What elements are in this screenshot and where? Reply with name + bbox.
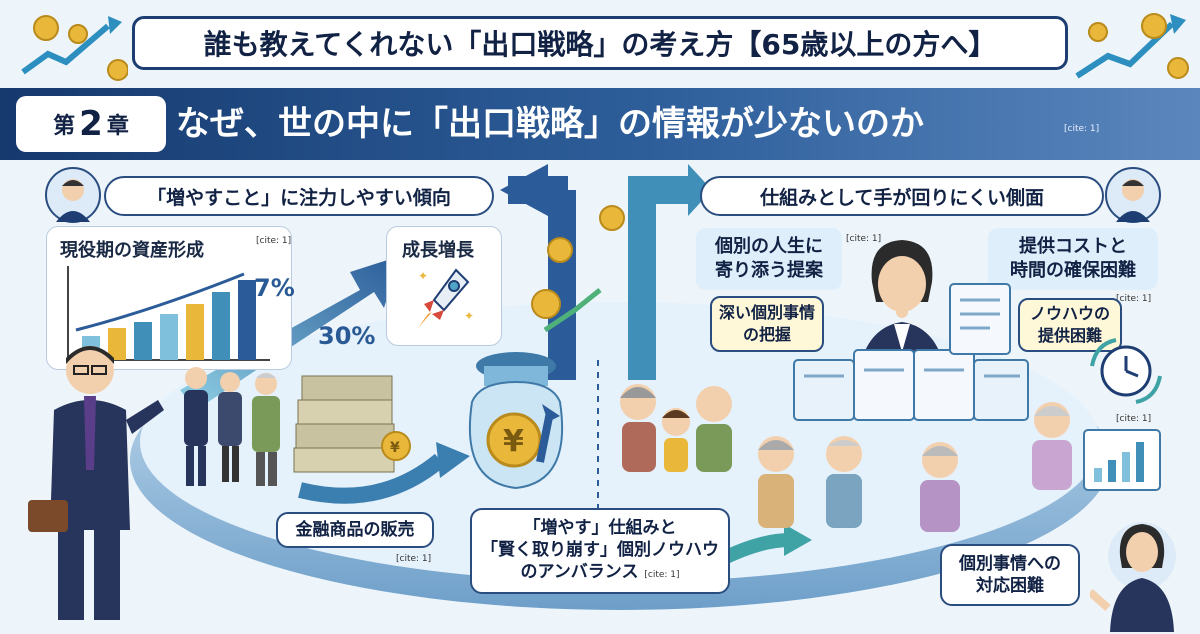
individual-proposal: 個別の人生に 寄り添う提案	[696, 228, 842, 290]
knowhow-line-2: 提供困難	[1037, 326, 1102, 345]
individual-line-1: 個別の人生に	[715, 236, 823, 257]
bar-chart-icon	[1083, 429, 1161, 491]
chapter-prefix: 第	[53, 114, 76, 139]
growth-card-title: 成長増長	[402, 240, 474, 261]
svg-text:✦: ✦	[464, 309, 474, 323]
advisor-avatar	[1105, 167, 1161, 223]
sales-cite: [cite: 1]	[396, 554, 432, 564]
svg-text:¥: ¥	[503, 424, 524, 459]
deep-line-1: 深い個別事情	[718, 303, 815, 322]
chapter-title: なぜ、世の中に「出口戦略」の情報が少ないのか	[176, 104, 924, 144]
elderly-family	[620, 384, 732, 472]
imbalance-line-2: 「賢く取り崩す」個別ノウハウ	[481, 539, 719, 560]
knowhow-line-1: ノウハウの	[1029, 304, 1110, 323]
asset-card-title: 現役期の資産形成	[60, 240, 204, 261]
advisor-woman	[1090, 522, 1176, 632]
lower-cite: [cite: 1]	[1116, 414, 1152, 424]
imbalance-line-3: のアンバランス	[520, 561, 639, 582]
cost-time: 提供コストと 時間の確保困難	[988, 228, 1158, 290]
pct-30: 30%	[318, 322, 376, 350]
cost-line-2: 時間の確保困難	[1010, 260, 1136, 281]
imbalance-label: 「増やす」仕組みと 「賢く取り崩す」個別ノウハウ のアンバランス [cite: …	[470, 508, 730, 594]
page-title: 誰も教えてくれない「出口戦略」の考え方【65歳以上の方へ】	[132, 16, 1068, 70]
imbalance-cite: [cite: 1]	[644, 569, 680, 580]
individual-cite: [cite: 1]	[846, 234, 882, 244]
presenter-man	[28, 346, 164, 620]
response-line-2: 対応困難	[976, 576, 1044, 596]
coin-icon	[531, 205, 625, 319]
chapter-suffix: 章	[106, 114, 129, 139]
svg-text:✦: ✦	[418, 269, 428, 283]
clock-icon	[1090, 338, 1162, 404]
imbalance-line-1: 「増やす」仕組みと	[523, 517, 677, 538]
individual-line-2: 寄り添う提案	[715, 260, 823, 281]
cost-line-1: 提供コストと	[1019, 236, 1127, 257]
money-stack: ¥	[293, 375, 411, 473]
elderly-couple	[758, 436, 862, 528]
left-section-title: 「増やすこと」に注力しやすい傾向	[104, 176, 494, 216]
chapter-banner	[0, 88, 1200, 160]
deep-line-2: の把握	[742, 325, 791, 344]
sales-label: 金融商品の販売	[276, 512, 434, 548]
right-section-title: 仕組みとして手が回りにくい側面	[700, 176, 1104, 216]
response-line-1: 個別事情への	[959, 554, 1061, 574]
bar-chart-icon	[67, 266, 270, 361]
pct-7: 7%	[254, 274, 295, 302]
document-screens	[949, 283, 1011, 355]
chapter-number: 2	[79, 104, 103, 144]
elderly-woman-pointing	[920, 442, 960, 532]
elderly-woman-praying	[1032, 402, 1072, 490]
asset-card-cite: [cite: 1]	[256, 236, 292, 246]
growth-arrow-icon	[1075, 13, 1189, 79]
yen-jar-icon: ¥	[468, 352, 564, 490]
deep-circumstances-bubble: 深い個別事情 の把握	[710, 296, 824, 352]
chapter-cite: [cite: 1]	[1064, 124, 1100, 134]
document-screens	[793, 349, 1029, 421]
cost-cite: [cite: 1]	[1116, 294, 1152, 304]
svg-text:¥: ¥	[390, 440, 400, 456]
family-group	[184, 367, 280, 486]
imbalance-line-3-wrap: のアンバランス [cite: 1]	[520, 561, 679, 586]
growth-arrow-icon	[21, 15, 128, 81]
chapter-badge: 第 2 章	[16, 96, 166, 152]
response-difficulty: 個別事情への 対応困難	[940, 544, 1080, 606]
rocket-icon: ✦ ✦	[418, 268, 474, 328]
advisor-avatar	[45, 167, 101, 223]
